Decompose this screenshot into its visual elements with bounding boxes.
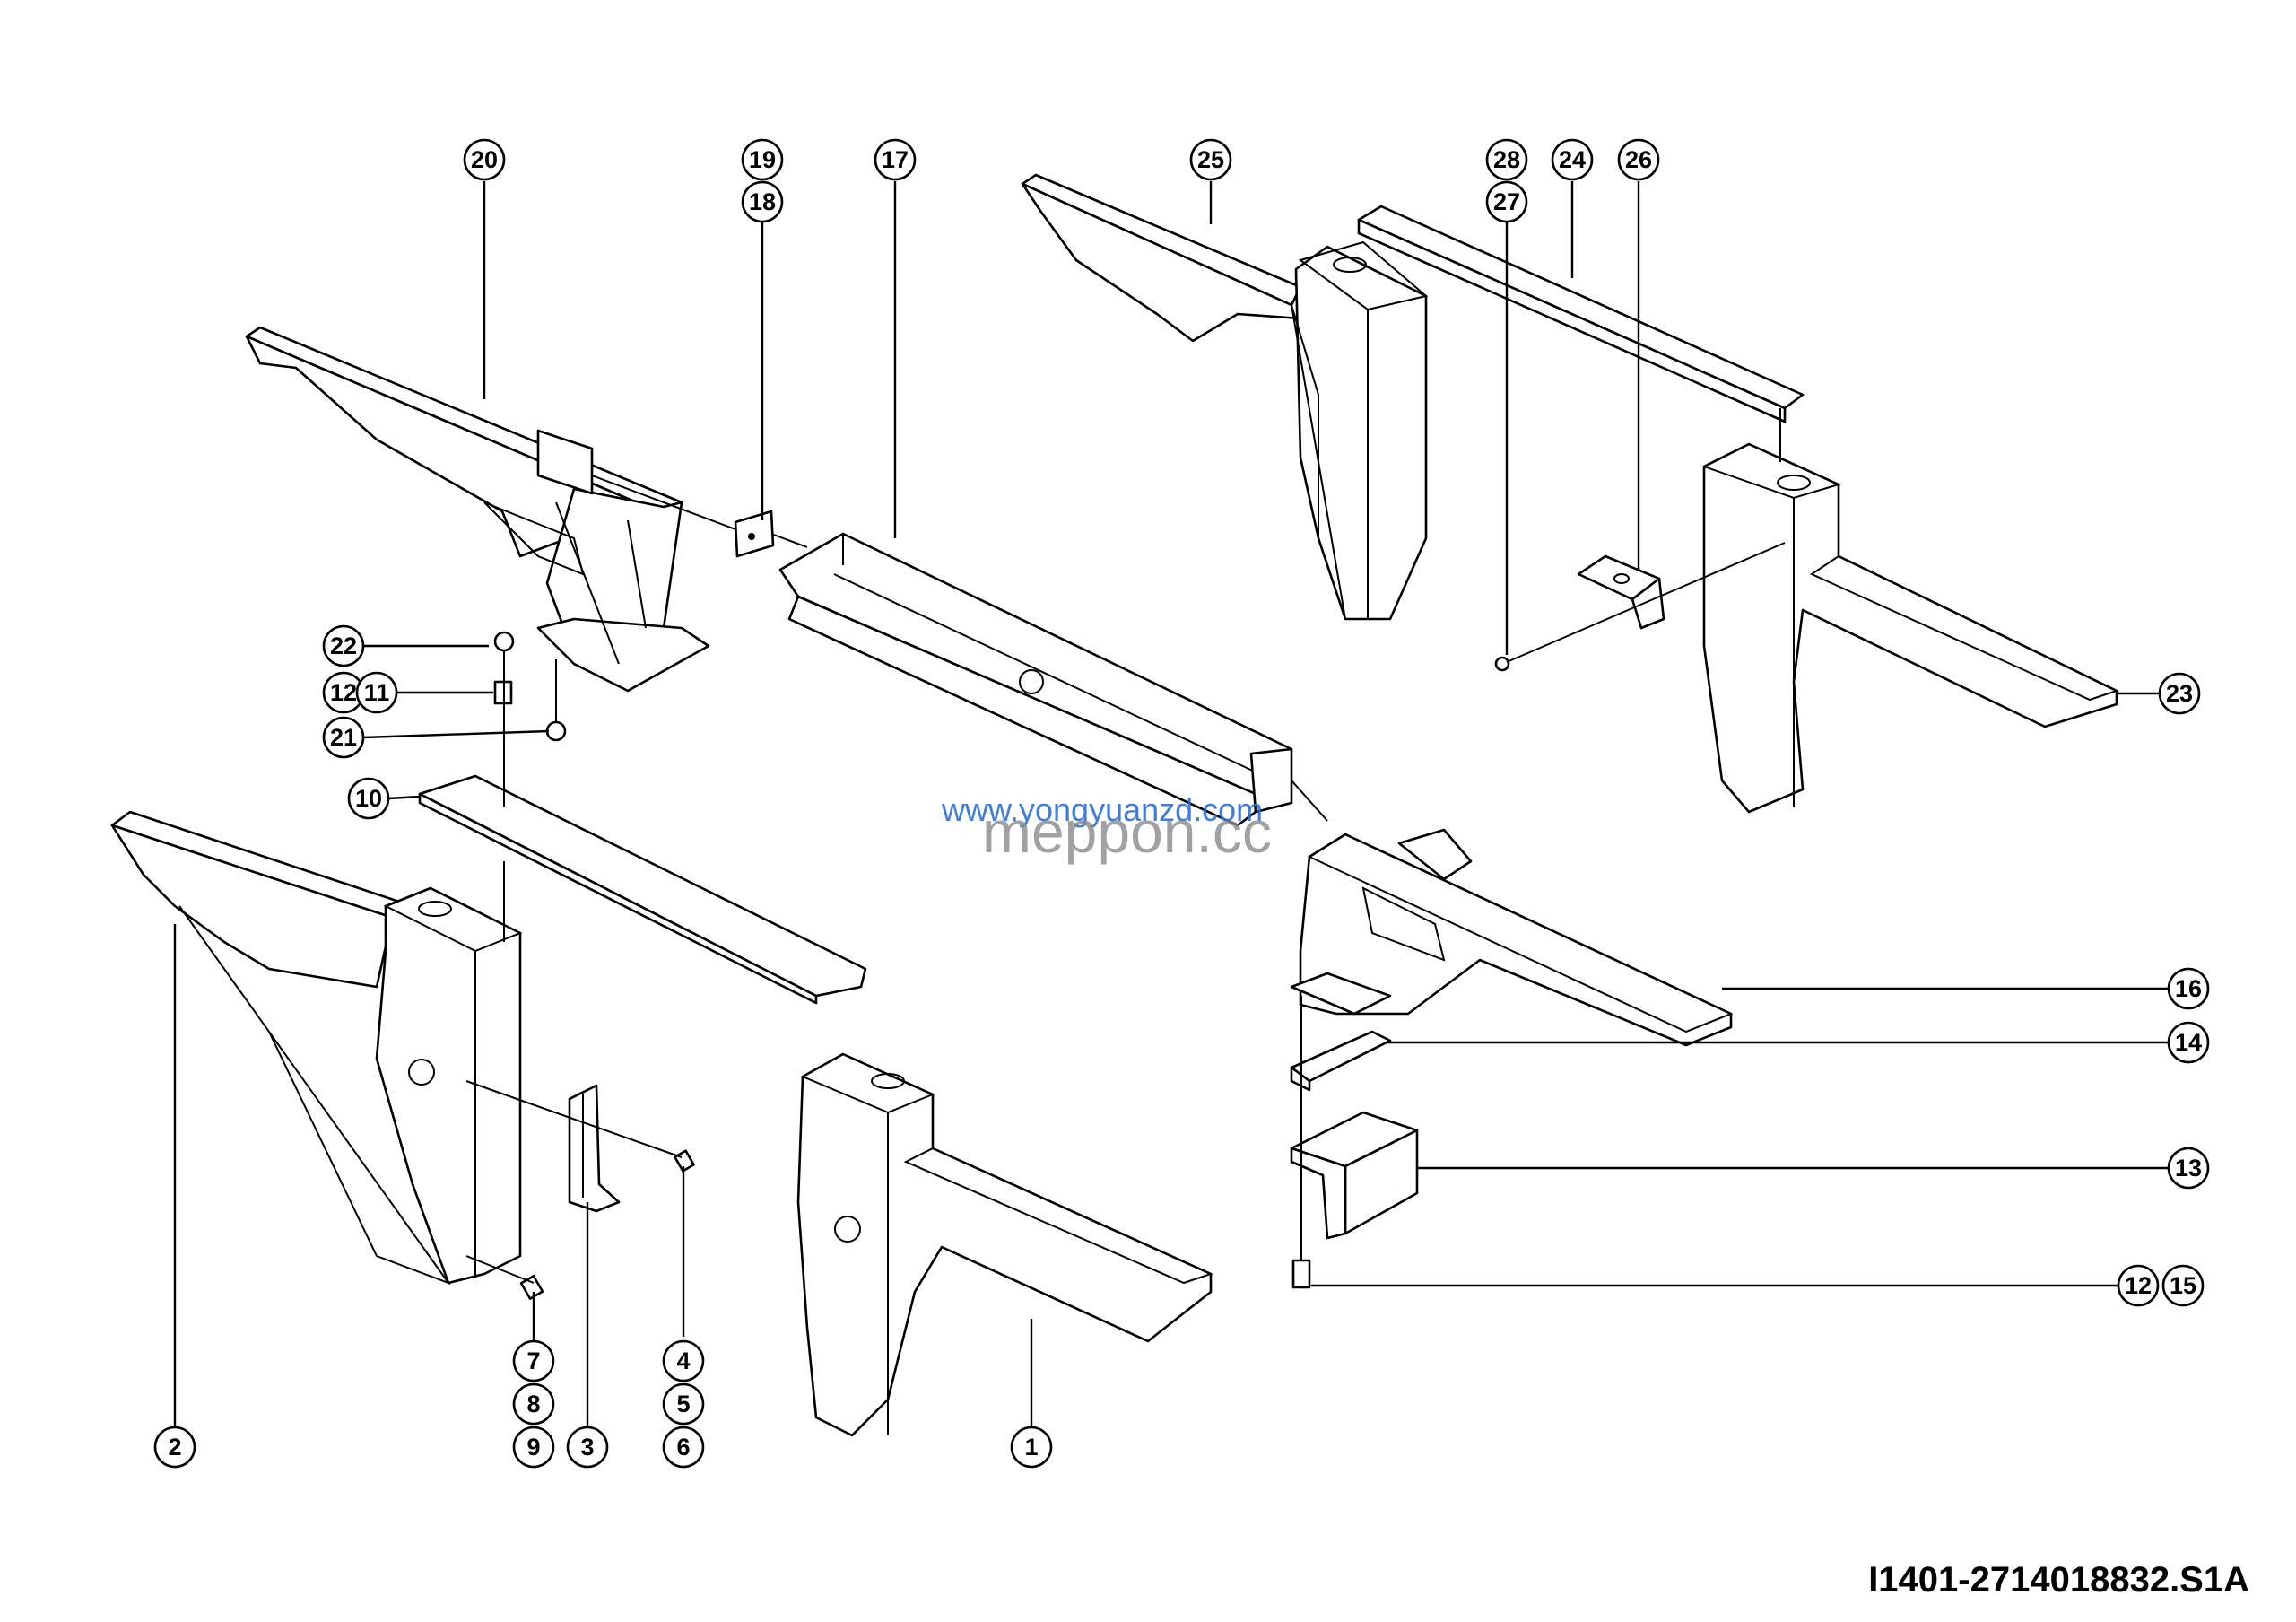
part-14-plate: [1290, 1030, 1392, 1092]
part-26-bracket: [1577, 554, 1665, 630]
callout-12-lower: 12: [2117, 1264, 2160, 1307]
svg-text:2: 2: [168, 1434, 181, 1461]
svg-text:6: 6: [676, 1434, 690, 1461]
callout-24: 24: [1551, 138, 1594, 181]
svg-text:12: 12: [330, 679, 357, 706]
svg-text:16: 16: [2175, 975, 2202, 1002]
part-20-bracket: [245, 326, 710, 693]
callout-14: 14: [2167, 1021, 2210, 1064]
callout-2: 2: [153, 1426, 196, 1469]
callout-19: 19: [741, 138, 784, 181]
callout-28: 28: [1485, 138, 1528, 181]
svg-text:4: 4: [676, 1347, 690, 1374]
part-17-cross-member: [778, 532, 1293, 827]
part-25-bracket: [1021, 173, 1429, 621]
hardware-bolts: [493, 631, 1510, 1300]
svg-text:19: 19: [749, 146, 776, 173]
callout-16: 16: [2167, 967, 2210, 1010]
callout-3: 3: [566, 1426, 609, 1469]
callout-13: 13: [2167, 1147, 2210, 1190]
leader-lines: [173, 181, 2169, 1426]
watermark-brand: meppon.cc: [982, 798, 1272, 865]
svg-text:20: 20: [471, 146, 498, 173]
svg-text:9: 9: [526, 1434, 540, 1461]
svg-text:28: 28: [1493, 146, 1520, 173]
svg-text:13: 13: [2175, 1155, 2202, 1182]
screw-27-icon: [1494, 656, 1510, 672]
svg-text:12: 12: [2125, 1272, 2152, 1299]
part-13-bracket: [1290, 1111, 1419, 1240]
callout-1: 1: [1010, 1426, 1053, 1469]
callout-5: 5: [662, 1382, 705, 1426]
watermark: www.yongyuanzd.com meppon.cc: [941, 791, 1272, 865]
part-24-bar: [1357, 205, 1805, 423]
drawing-number: I1401-2714018832.S1A: [1868, 1560, 2249, 1600]
callout-15: 15: [2161, 1264, 2205, 1307]
part-10-bar: [418, 774, 867, 1005]
callout-6: 6: [662, 1426, 705, 1469]
svg-text:23: 23: [2166, 680, 2193, 707]
bolt-12-15-icon: [1292, 1259, 1311, 1289]
part-3-bracket: [568, 1084, 621, 1213]
svg-text:25: 25: [1197, 146, 1224, 173]
svg-text:5: 5: [676, 1391, 690, 1417]
svg-text:7: 7: [526, 1347, 540, 1374]
watermark-url: www.yongyuanzd.com: [941, 791, 1263, 828]
part-16-bracket: [1290, 828, 1734, 1047]
callout-21: 21: [322, 716, 365, 759]
callout-18: 18: [741, 180, 784, 223]
svg-text:27: 27: [1493, 188, 1520, 215]
callout-8: 8: [512, 1382, 555, 1426]
bolt-22-icon: [493, 631, 515, 652]
svg-text:26: 26: [1625, 146, 1652, 173]
svg-text:24: 24: [1559, 146, 1586, 173]
callout-20: 20: [463, 138, 506, 181]
part-1-bracket: [796, 1052, 1213, 1437]
svg-text:3: 3: [580, 1434, 594, 1461]
svg-text:10: 10: [355, 785, 382, 812]
callout-11: 11: [355, 671, 398, 714]
svg-text:21: 21: [330, 724, 357, 751]
callout-17: 17: [874, 138, 917, 181]
svg-text:14: 14: [2175, 1029, 2202, 1056]
svg-text:22: 22: [330, 632, 357, 659]
nut-21-icon: [545, 720, 567, 742]
callouts: 20 19 18 17 25 28 27 24 26 22 12 11 21 1…: [153, 138, 2210, 1469]
part-18-19-plate: [734, 510, 775, 558]
callout-25: 25: [1189, 138, 1232, 181]
part-2-bracket: [110, 810, 523, 1286]
callout-9: 9: [512, 1426, 555, 1469]
svg-text:17: 17: [882, 146, 909, 173]
callout-4: 4: [662, 1339, 705, 1382]
svg-text:15: 15: [2170, 1272, 2196, 1299]
callout-27: 27: [1485, 180, 1528, 223]
callout-7: 7: [512, 1339, 555, 1382]
svg-text:8: 8: [526, 1391, 540, 1417]
callout-22: 22: [322, 624, 365, 667]
callout-23: 23: [2158, 672, 2201, 715]
assembly-lines: [465, 408, 1786, 1284]
part-23-bracket: [1701, 442, 2119, 814]
svg-text:18: 18: [749, 188, 776, 215]
svg-text:1: 1: [1024, 1434, 1038, 1461]
svg-text:11: 11: [364, 679, 390, 706]
callout-26: 26: [1617, 138, 1660, 181]
callout-10: 10: [347, 777, 390, 820]
